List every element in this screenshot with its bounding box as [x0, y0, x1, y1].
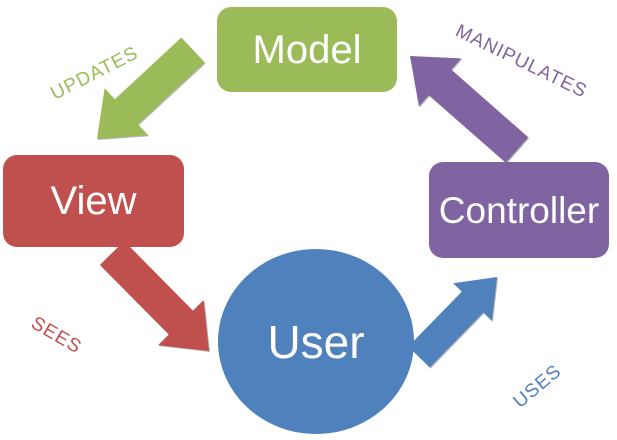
- node-controller-label: Controller: [438, 189, 600, 231]
- node-model-label: Model: [252, 27, 362, 72]
- node-view-label: View: [50, 179, 137, 223]
- node-controller: Controller: [429, 162, 609, 258]
- updates-arrow: [97, 37, 205, 139]
- node-user-label: User: [267, 315, 365, 368]
- manipulates-arrow: [410, 56, 529, 163]
- node-model: Model: [217, 7, 397, 92]
- node-user: User: [218, 249, 414, 434]
- uses-arrow: [408, 277, 497, 368]
- sees-arrow: [99, 241, 209, 351]
- node-view: View: [3, 155, 184, 247]
